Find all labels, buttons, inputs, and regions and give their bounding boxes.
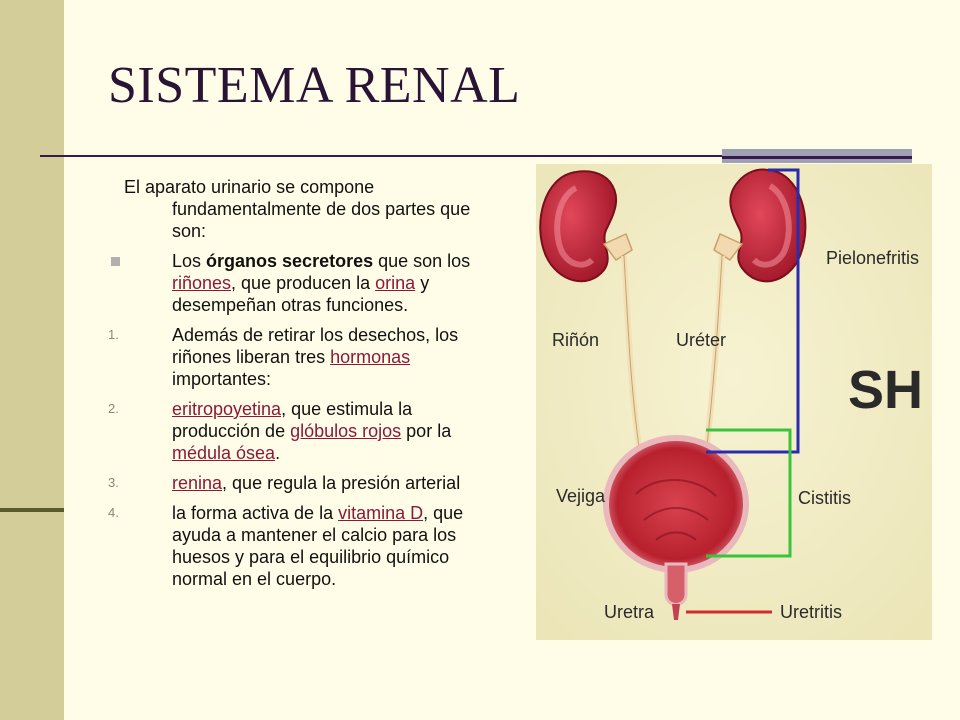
left-ureter-edge — [623, 255, 641, 455]
label-uretritis: Uretritis — [780, 602, 842, 622]
link-hormonas[interactable]: hormonas — [330, 347, 411, 367]
list-item-3: 3. renina, que regula la presión arteria… — [108, 473, 461, 493]
left-accent-bar — [0, 0, 64, 720]
list-number: 2. — [108, 401, 119, 416]
link-globulos-rojos[interactable]: glóbulos rojos — [290, 421, 402, 441]
label-ureter: Uréter — [676, 330, 726, 350]
left-renal-pelvis — [602, 232, 633, 262]
right-renal-pelvis — [713, 232, 744, 262]
slide-body: El aparato urinario se compone fundament… — [108, 176, 503, 598]
bladder-folds — [635, 479, 717, 541]
title-rule-accent-line — [722, 156, 912, 159]
right-kidney-inner — [751, 183, 792, 268]
link-renina[interactable]: renina — [172, 473, 223, 493]
label-uretra: Uretra — [604, 602, 655, 622]
label-pielonefritis: Pielonefritis — [826, 248, 919, 268]
urethra — [664, 562, 688, 606]
label-cistitis: Cistitis — [798, 488, 851, 508]
link-orina[interactable]: orina — [375, 273, 416, 293]
square-bullet-icon — [111, 257, 120, 266]
label-vejiga: Vejiga — [556, 486, 606, 506]
link-eritropoyetina[interactable]: eritropoyetina — [172, 399, 282, 419]
list-number: 1. — [108, 327, 119, 342]
bullet-item: Los órganos secretores que son los riñon… — [108, 250, 503, 316]
urinary-system-diagram: SH Pielonefritis Riñón Uréter Vejiga Cis… — [536, 164, 932, 640]
bold-term: órganos secretores — [206, 251, 374, 271]
list-item-2: 2. eritropoyetina, que estimula la produ… — [108, 399, 452, 463]
intro-paragraph: El aparato urinario se compone fundament… — [124, 177, 471, 241]
list-number: 3. — [108, 475, 119, 490]
list-item-1: 1. Además de retirar los desechos, los r… — [108, 325, 459, 389]
cistitis-connector-top — [706, 428, 792, 558]
list-item-4: 4. la forma activa de la vitamina D, que… — [108, 503, 464, 589]
link-medula-osea[interactable]: médula ósea — [172, 443, 276, 463]
title-rule — [40, 155, 912, 157]
left-bar-divider — [0, 508, 64, 512]
urethra-tip — [672, 604, 680, 620]
list-number: 4. — [108, 505, 119, 520]
pielonefritis-connector — [706, 168, 800, 454]
left-kidney — [539, 170, 618, 283]
link-rinones[interactable]: riñones — [172, 273, 232, 293]
bladder — [603, 435, 749, 573]
slide-title: SISTEMA RENAL — [108, 57, 521, 114]
sh-logo: SH — [848, 360, 923, 420]
left-kidney-inner — [554, 185, 595, 268]
diagram-svg: SH Pielonefritis Riñón Uréter Vejiga Cis… — [536, 164, 932, 640]
link-vitamina-d[interactable]: vitamina D — [338, 503, 424, 523]
label-rinon: Riñón — [552, 330, 599, 350]
